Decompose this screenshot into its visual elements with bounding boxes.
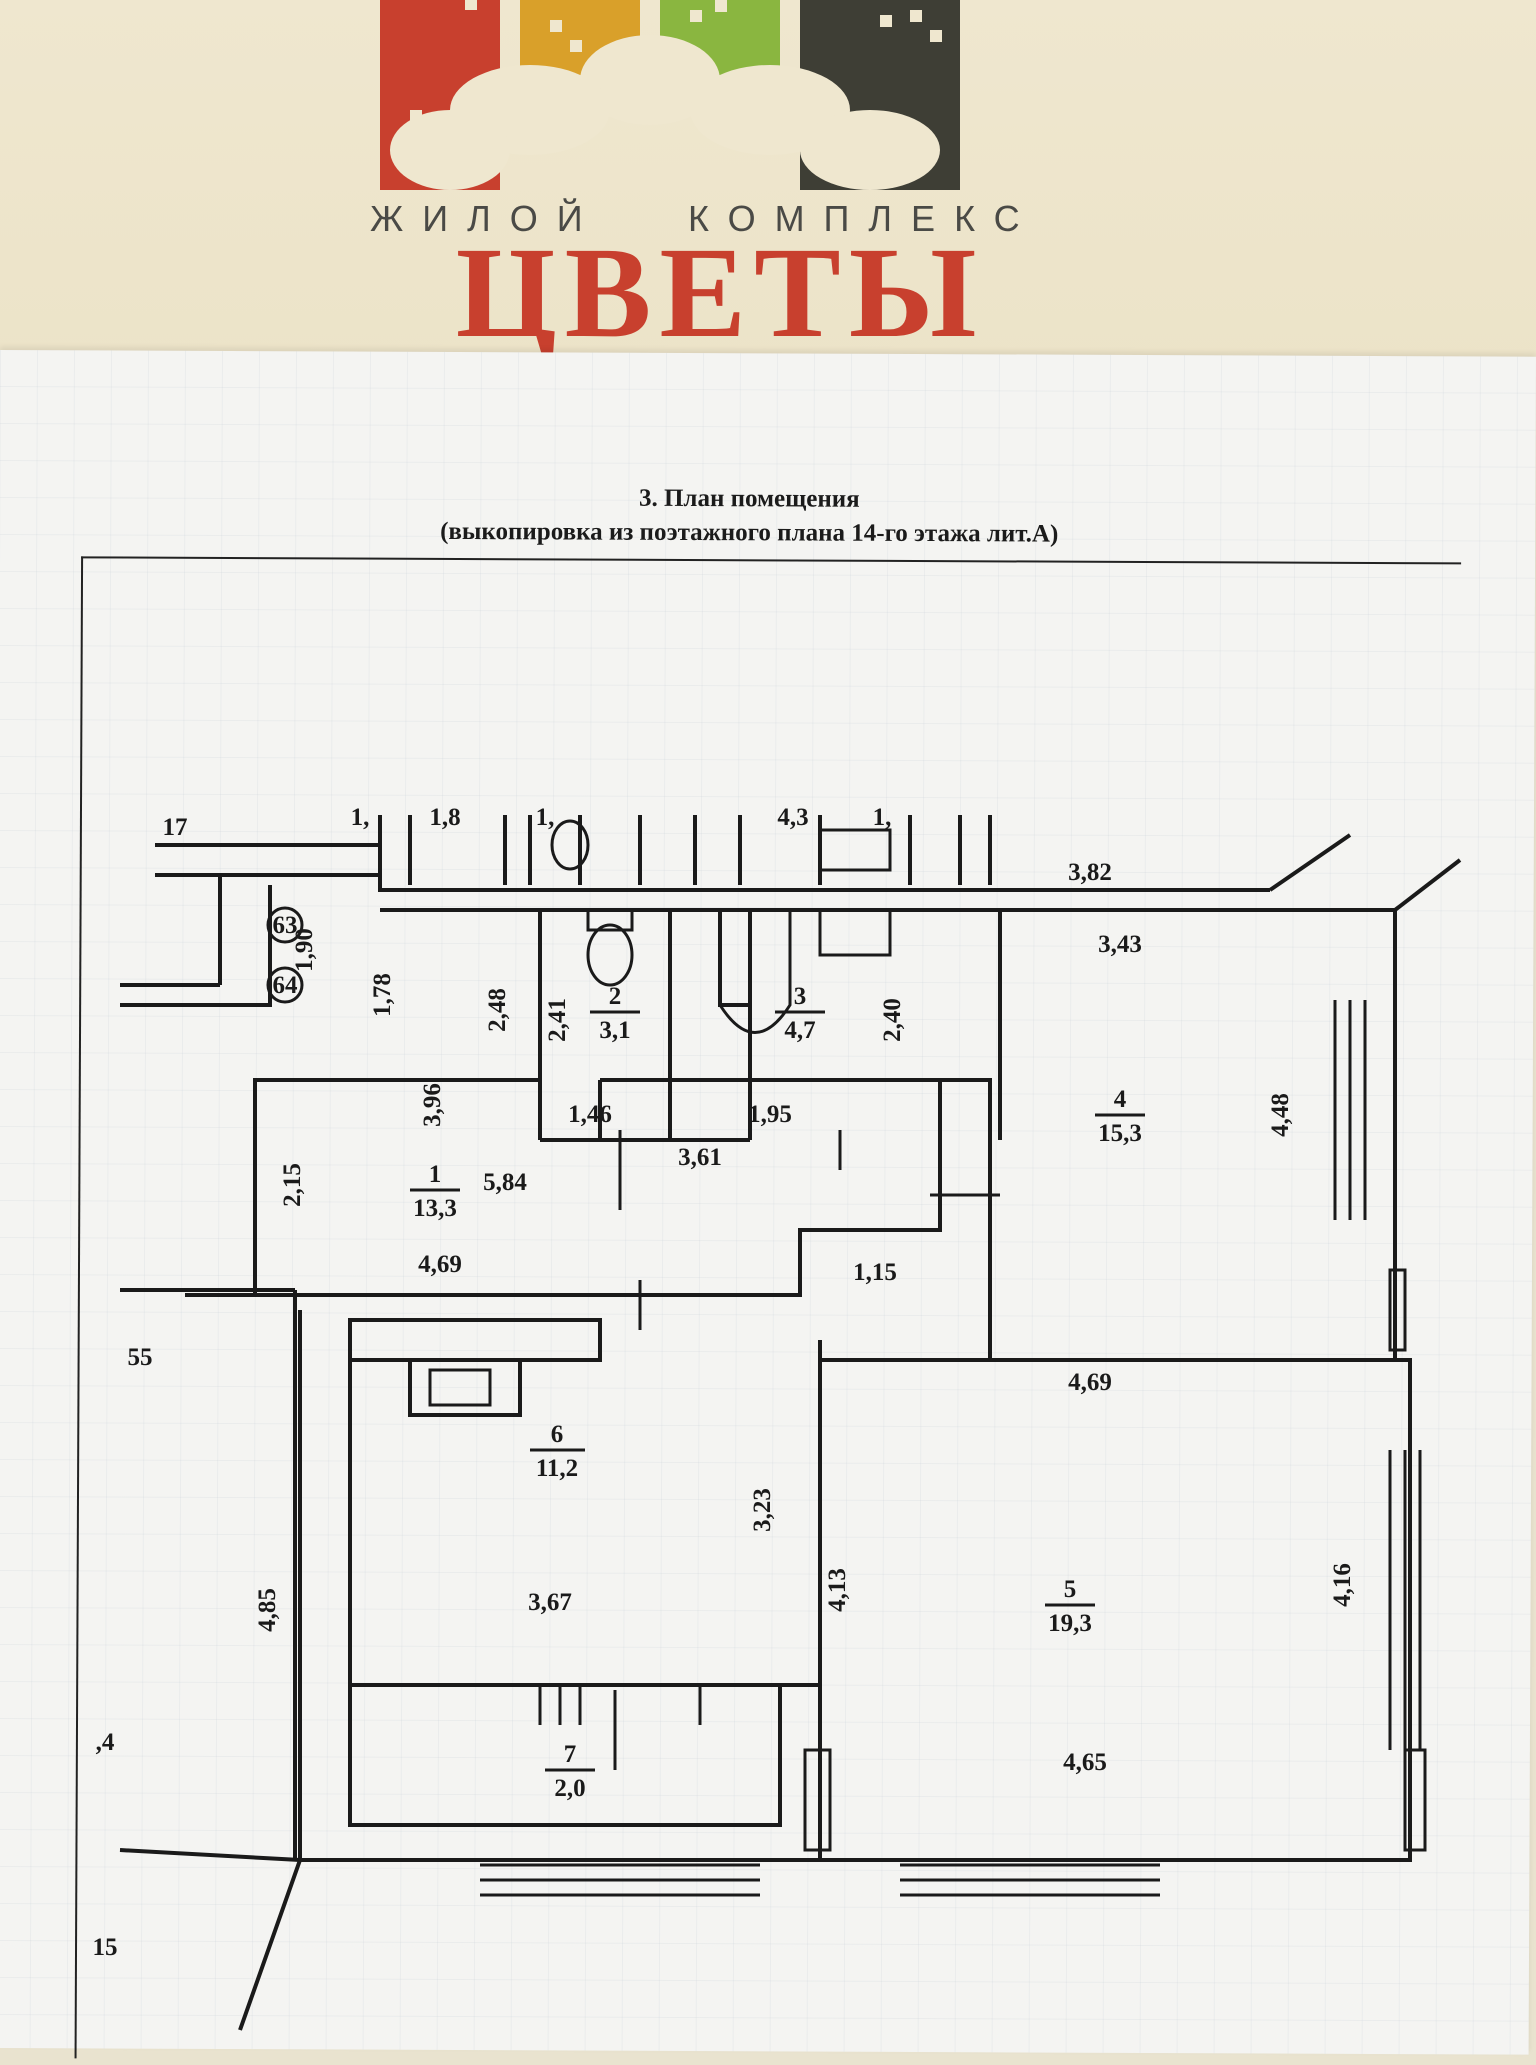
logo-petals (390, 35, 940, 190)
marker-label: 63 (273, 912, 298, 939)
floor-plan: 63 64 1 13,3 2 3,1 3 4,7 4 15,3 5 19,3 6… (93, 804, 1462, 2031)
kitchen-sink-icon (428, 1368, 492, 1407)
toilet-icon (550, 819, 590, 871)
dimension-label: ,4 (96, 1729, 115, 1756)
plan-markers (266, 906, 304, 1004)
room-number: 1 (429, 1161, 442, 1188)
room-area: 13,3 (413, 1195, 457, 1222)
room-area: 11,2 (536, 1455, 578, 1482)
document-subtitle: (выкопировка из поэтажного плана 14-го э… (440, 517, 1059, 548)
dimension-label: 5,84 (483, 1169, 527, 1196)
dimension-label: 4,48 (1267, 1093, 1294, 1137)
document-title: 3. План помещения (638, 484, 860, 513)
logo-name: ЦВЕТЫ (455, 221, 985, 365)
room-area: 4,7 (784, 1017, 815, 1044)
dimension-label: 1,8 (429, 804, 460, 831)
dimension-label: 4,3 (777, 804, 808, 831)
dimension-label: 2,41 (544, 998, 571, 1042)
room-number: 7 (564, 1741, 577, 1768)
brochure-background: ЖИЛОЙ КОМПЛЕКС ЦВЕТЫ (0, 0, 1536, 380)
room-area: 3,1 (599, 1017, 630, 1044)
dimension-label: 3,82 (1068, 859, 1112, 886)
dimension-labels: 1,8 4,3 3,82 3,43 1, 1, 1, 17 55 ,4 15 5… (93, 804, 1357, 1961)
room-number: 6 (551, 1421, 564, 1448)
dimension-label: 2,15 (279, 1163, 306, 1207)
dimension-label: 4,69 (418, 1251, 462, 1278)
dimension-label: 4,65 (1063, 1749, 1107, 1776)
plan-walls (119, 815, 1462, 2031)
dimension-label: 1,78 (369, 973, 396, 1017)
dimension-label: 1,46 (568, 1101, 612, 1128)
room-area: 19,3 (1048, 1610, 1092, 1637)
dimension-label: 55 (128, 1344, 153, 1371)
dimension-label: 17 (163, 814, 188, 841)
dimension-label: 3,67 (528, 1589, 572, 1616)
dimension-label: 1, (536, 804, 555, 831)
marker-label: 64 (273, 972, 299, 999)
logo-subtitle-word-2: КОМПЛЕКС (688, 198, 1039, 239)
room-area: 2,0 (554, 1775, 585, 1802)
dimension-label: 3,43 (1098, 931, 1142, 958)
complex-logo (380, 0, 960, 190)
dimension-label: 2,48 (484, 988, 511, 1032)
room-number: 4 (1114, 1086, 1127, 1113)
room-labels (410, 1010, 1145, 1772)
dimension-label: 1,95 (748, 1101, 792, 1128)
plan-fixtures (428, 819, 1000, 1770)
bathtub-icon (718, 910, 792, 1034)
toilet-icon (586, 923, 634, 987)
dimension-label: 4,69 (1068, 1369, 1112, 1396)
dimension-label: 4,16 (1329, 1563, 1356, 1607)
dimension-label: 3,61 (678, 1144, 722, 1171)
dimension-label: 1,90 (291, 928, 318, 972)
room-number: 3 (794, 983, 807, 1010)
dimension-label: 4,85 (254, 1588, 281, 1632)
sink-icon (818, 908, 892, 957)
sink-icon (818, 828, 892, 872)
dimension-label: 15 (93, 1934, 118, 1961)
room-number: 5 (1064, 1576, 1077, 1603)
dimension-label: 1,15 (853, 1259, 897, 1286)
dimension-label: 2,40 (879, 998, 906, 1042)
door-swing-mark (613, 1130, 1000, 1770)
dimension-label: 3,23 (749, 1488, 776, 1532)
logo-subtitle-word-1: ЖИЛОЙ (370, 198, 602, 239)
toilet-tank-icon (586, 908, 634, 932)
room-area: 15,3 (1098, 1120, 1142, 1147)
dimension-label: 4,13 (824, 1568, 851, 1612)
dimension-label: 3,96 (419, 1083, 446, 1127)
room-number: 2 (609, 983, 622, 1010)
dimension-label: 1, (873, 804, 892, 831)
plan-windows (480, 1000, 1427, 1897)
dimension-label: 1, (351, 804, 370, 831)
